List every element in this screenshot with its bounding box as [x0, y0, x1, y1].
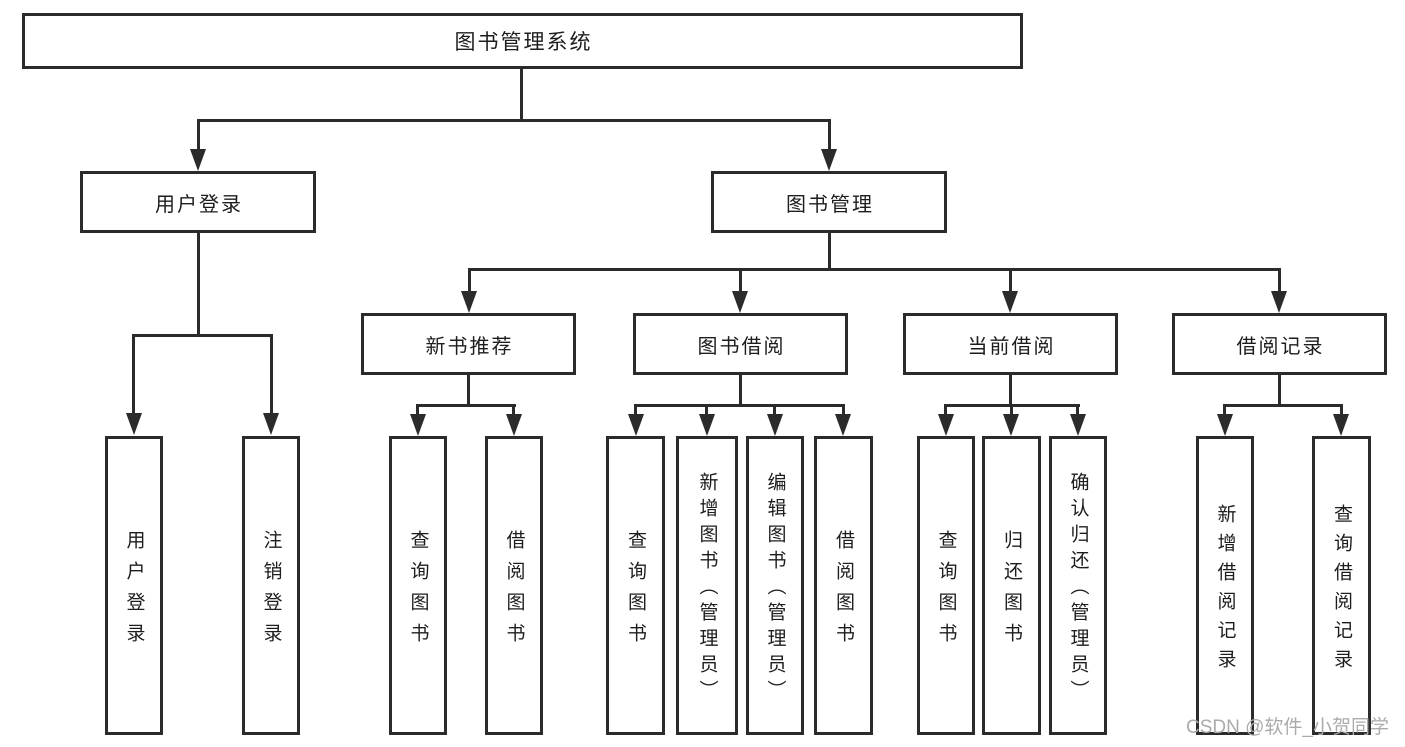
node-user-login: 用户登录 [80, 171, 316, 233]
connector-nb-hline [416, 404, 516, 407]
leaf-br-query-record-label: 查询借阅记录 [1331, 503, 1352, 678]
arrow-to-bb-add [699, 414, 715, 436]
connector-bb-hline [634, 404, 845, 407]
connector-cb-shaft-1 [944, 404, 947, 416]
leaf-br-query-record: 查询借阅记录 [1312, 436, 1371, 735]
connector-br-shaft-2 [1340, 404, 1343, 416]
node-book-management-label: 图书管理 [786, 193, 874, 216]
arrow-to-new-book-recommend [461, 291, 477, 313]
leaf-cb-query-books: 查询图书 [917, 436, 975, 735]
arrow-to-bb-query [628, 414, 644, 436]
connector-br-shaft-1 [1223, 404, 1226, 416]
arrow-to-bb-edit [767, 414, 783, 436]
leaf-logout-label: 注销登录 [260, 529, 282, 654]
leaf-cb-confirm-return-admin-label: 确认归还（管理员） [1067, 472, 1089, 706]
leaf-br-add-record: 新增借阅记录 [1196, 436, 1254, 735]
connector-cb-stem [1009, 375, 1012, 407]
leaf-bb-edit-books-admin: 编辑图书（管理员） [746, 436, 804, 735]
arrow-to-leaf-logout [263, 413, 279, 435]
leaf-bb-borrow-books: 借阅图书 [814, 436, 873, 735]
leaf-nb-borrow-books: 借阅图书 [485, 436, 543, 735]
node-user-login-label: 用户登录 [155, 193, 243, 216]
connector-bb-shaft-3 [773, 404, 776, 416]
leaf-cb-return-books: 归还图书 [982, 436, 1041, 735]
connector-l3-shaft-book-borrow [739, 268, 742, 294]
connector-l3-shaft-new-book [468, 268, 471, 294]
connector-nb-shaft-2 [512, 404, 515, 416]
arrow-to-user-login [190, 149, 206, 171]
node-new-book-recommend-label: 新书推荐 [425, 335, 514, 358]
arrow-to-book-borrow [732, 291, 748, 313]
connector-br-stem [1278, 375, 1281, 407]
leaf-nb-borrow-books-label: 借阅图书 [503, 529, 525, 654]
connector-root-left-shaft [197, 119, 200, 151]
connector-bb-shaft-4 [842, 404, 845, 416]
connector-bb-shaft-1 [634, 404, 637, 416]
connector-bb-shaft-2 [705, 404, 708, 416]
arrow-to-leaf-user-login [126, 413, 142, 435]
node-current-borrow: 当前借阅 [903, 313, 1118, 375]
leaf-nb-query-books: 查询图书 [389, 436, 447, 735]
connector-br-hline [1223, 404, 1343, 407]
leaf-br-add-record-label: 新增借阅记录 [1214, 503, 1236, 678]
arrow-to-nb-borrow [506, 414, 522, 436]
arrow-to-borrow-record [1271, 291, 1287, 313]
connector-bb-stem [739, 375, 742, 407]
arrow-to-br-add [1217, 414, 1233, 436]
node-book-borrow: 图书借阅 [633, 313, 848, 375]
connector-bm-stem [828, 233, 831, 270]
connector-ul-shaft-1 [132, 334, 135, 415]
connector-ul-hline [132, 334, 273, 337]
arrow-to-cb-query [938, 414, 954, 436]
node-borrow-record-label: 借阅记录 [1236, 335, 1325, 358]
arrow-to-nb-query [410, 414, 426, 436]
node-library-management-system-label: 图书管理系统 [454, 31, 593, 54]
leaf-bb-add-books-admin: 新增图书（管理员） [676, 436, 738, 735]
arrow-to-cb-confirm [1070, 414, 1086, 436]
leaf-user-login: 用户登录 [105, 436, 163, 735]
node-new-book-recommend: 新书推荐 [361, 313, 576, 375]
leaf-cb-return-books-label: 归还图书 [1001, 529, 1022, 654]
node-borrow-record: 借阅记录 [1172, 313, 1387, 375]
leaf-bb-query-books-label: 查询图书 [625, 529, 646, 654]
connector-l3-shaft-borrow-record [1278, 268, 1281, 294]
connector-ul-stem [197, 233, 200, 337]
leaf-cb-confirm-return-admin: 确认归还（管理员） [1049, 436, 1107, 735]
arrow-to-book-management [821, 149, 837, 171]
leaf-bb-add-books-admin-label: 新增图书（管理员） [696, 472, 718, 706]
arrow-to-br-query [1333, 414, 1349, 436]
connector-root-stem [520, 68, 523, 121]
connector-nb-shaft-1 [416, 404, 419, 416]
connector-nb-stem [467, 375, 470, 407]
connector-cb-shaft-2 [1010, 404, 1013, 416]
connector-root-right-shaft [828, 119, 831, 151]
leaf-cb-query-books-label: 查询图书 [935, 529, 957, 654]
node-book-borrow-label: 图书借阅 [697, 335, 786, 358]
leaf-user-login-label: 用户登录 [123, 529, 145, 654]
leaf-bb-edit-books-admin-label: 编辑图书（管理员） [764, 472, 786, 706]
leaf-bb-query-books: 查询图书 [606, 436, 665, 735]
connector-cb-shaft-3 [1076, 404, 1079, 416]
node-book-management: 图书管理 [711, 171, 947, 233]
csdn-watermark: CSDN @软件_小贺同学 [1186, 717, 1389, 738]
connector-l3-shaft-current-borrow [1009, 268, 1012, 294]
arrow-to-bb-borrow [835, 414, 851, 436]
arrow-to-current-borrow [1002, 291, 1018, 313]
leaf-bb-borrow-books-label: 借阅图书 [833, 529, 854, 654]
connector-level3-hline [468, 268, 1281, 271]
connector-root-hline [197, 119, 831, 122]
leaf-logout: 注销登录 [242, 436, 300, 735]
leaf-nb-query-books-label: 查询图书 [407, 529, 429, 654]
node-library-management-system: 图书管理系统 [22, 13, 1023, 69]
node-current-borrow-label: 当前借阅 [967, 335, 1056, 358]
connector-ul-shaft-2 [270, 334, 273, 415]
arrow-to-cb-return [1003, 414, 1019, 436]
